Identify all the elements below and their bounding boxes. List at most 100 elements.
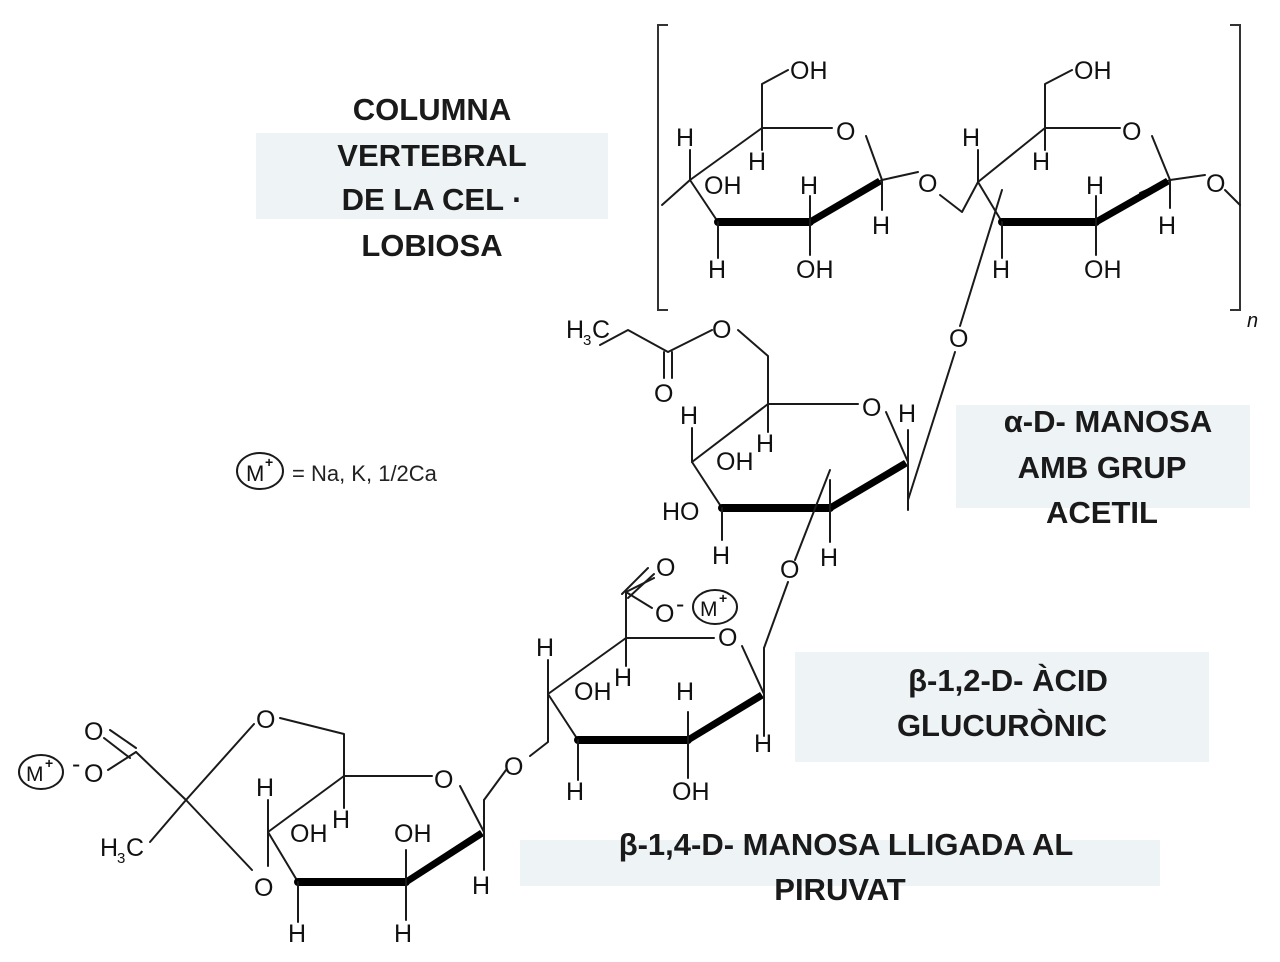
bond-line [1169,174,1206,181]
atom-label: H [992,256,1010,284]
atom-label: 3 [583,332,591,349]
atom-label: H [100,834,118,862]
mannose-acetyl-ring: O O H 3 C O H H H OH HO H H [566,316,916,572]
left-bracket [657,24,668,311]
atom-label: H [708,256,726,284]
atom-label: O [712,316,731,344]
glucose-ring-2: OH O H H H H H OH O [962,57,1241,284]
bond-line [737,329,769,405]
bond-line [107,751,137,771]
legend-text: + [265,454,273,470]
cation-legend: M + = Na, K, 1/2Ca [236,452,438,490]
glycosidic-o-1-4: O [918,170,979,213]
mannose-pyruvate-ring: O O O O O - M + H 3 C H H OH OH H H H [18,706,490,948]
atom-label: O [656,554,675,582]
bond-line [977,181,1003,223]
atom-label: O [780,556,799,584]
atom-label: O [254,874,273,902]
cation-circle [18,754,64,790]
label-line: DE LA CEL · [342,182,523,217]
atom-label: H [712,542,730,570]
cellobiose-label: COLUMNA VERTEBRAL DE LA CEL · LOBIOSA [337,92,526,263]
cation-circle [236,452,284,490]
bond-line [185,723,255,871]
atom-label: O [718,624,737,652]
bond-line [621,567,649,595]
legend-text: + [719,590,727,606]
bond-line [135,751,187,801]
atom-label: H [256,774,274,802]
glycosidic-o-1-2: O [763,556,799,649]
bond-line [794,469,831,561]
bond-line [627,573,655,599]
atom-label: OH [290,820,328,848]
bond-line [959,189,1003,327]
atom-label: O [862,394,881,422]
legend-text: + [45,755,53,771]
atom-label: H [680,402,698,430]
repeat-bracket: n [657,24,1258,332]
atom-label: H [754,730,772,758]
bond-line [483,769,507,801]
atom-label: C [126,834,144,862]
wedge-bond [830,460,908,512]
label-line: β-1,4-D- MANOSA LLIGADA AL [619,827,1074,862]
atom-label: n [1247,310,1258,332]
glycosidic-o-1-4b: O [483,753,523,801]
atom-label: OH [1084,256,1122,284]
right-bracket [1230,24,1241,311]
label-line: VERTEBRAL [337,138,526,173]
wedge-bond [810,178,882,226]
atom-label: H [614,664,632,692]
cation-circle [692,589,738,625]
bond-line [885,411,909,463]
atom-label: OH [1074,57,1112,85]
bond-line [689,179,719,223]
label-line: GLUCURÒNIC [897,707,1107,743]
atom-label: O [84,718,103,746]
mannose-pyruvate-label: β-1,4-D- MANOSA LLIGADA AL PIRUVAT [619,827,1074,907]
bond-line [661,179,691,206]
wedge-bond [688,692,764,744]
atom-label: HO [662,498,700,526]
glucuronic-label-bg [795,652,1209,762]
atom-label: H [820,544,838,572]
legend-text: = Na, K, 1/2Ca [292,461,438,486]
wedge-bond [1096,178,1170,226]
bond-line [691,461,723,509]
legend-text: M [700,598,718,621]
bond-line [279,717,345,777]
atom-label: O [654,380,673,408]
atom-label: H [566,778,584,806]
bond-line [599,329,713,353]
atom-label: - [72,750,80,778]
atom-label: H [288,920,306,948]
atom-label: H [332,806,350,834]
bond-line [741,645,765,695]
bond-line [1044,69,1073,129]
bond-line [547,693,579,741]
cellobiose-label-bg [256,133,608,219]
glucose-ring-1: OH O H H OH H H H OH [661,57,919,284]
atom-label: 3 [117,850,125,867]
legend-text: M [246,461,264,486]
bond-line [881,171,919,181]
mannose-pyruvate-label-bg [520,840,1160,886]
atom-label: OH [394,820,432,848]
atom-label: H [962,124,980,152]
bond-line [459,785,485,833]
atom-label: OH [574,678,612,706]
atom-label: H [676,678,694,706]
mannose-acetyl-label-bg [956,405,1250,508]
atom-label: O [1122,118,1141,146]
atom-label: H [1158,212,1176,240]
atom-label: OH [704,172,742,200]
atom-label: H [1032,148,1050,176]
atom-label: O [1206,170,1225,198]
atom-label: O [949,325,968,353]
bond-line [267,831,299,883]
label-line: AMB GRUP [1018,450,1187,485]
atom-label: OH [672,778,710,806]
label-line: LOBIOSA [361,228,502,263]
atom-label: H [748,148,766,176]
